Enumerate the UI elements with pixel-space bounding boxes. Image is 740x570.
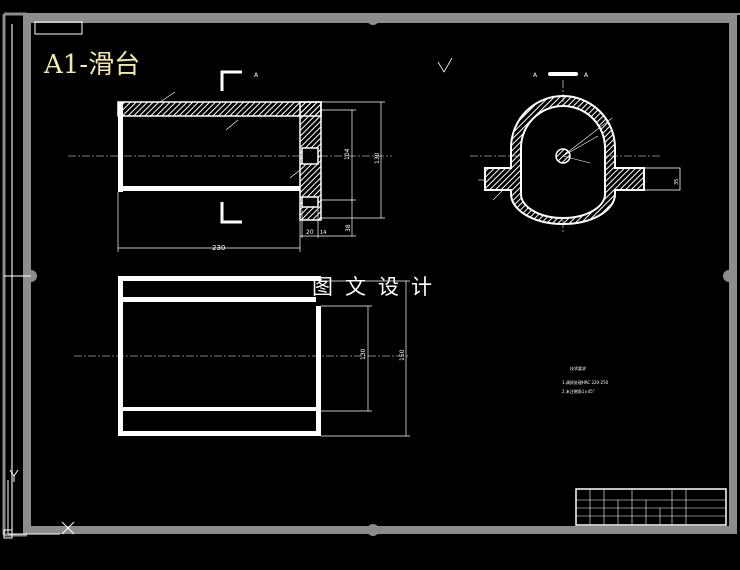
dim-lower-outer: 150	[399, 349, 406, 361]
watermark-text: 图文设计	[312, 275, 444, 299]
section-label-left: A	[533, 72, 538, 79]
dim-flange-w2: 14	[320, 230, 326, 236]
ucs-axis-icon	[3, 469, 75, 539]
front-section-view	[117, 70, 322, 224]
side-section-view	[437, 57, 681, 225]
drawing-title: A1-滑台	[44, 50, 141, 80]
section-label-top: A	[254, 72, 259, 79]
section-label-right: A	[584, 72, 589, 79]
plan-view	[118, 276, 321, 436]
dim-height-outer: 130	[374, 152, 381, 164]
dim-flange-w1: 20	[306, 229, 314, 236]
dim-length: 230	[212, 244, 225, 252]
dim-lower-inner: 130	[360, 348, 367, 360]
plan-dimension-lines	[321, 280, 410, 437]
dim-height-inner: 104	[344, 148, 351, 160]
tech-note-1: 1.调质处理HRC 220-250	[562, 380, 609, 385]
tech-notes-title: 技术要求	[570, 366, 586, 371]
dimension-labels: 230 104 130 38 20 14 130 150 35 A A A	[212, 72, 680, 361]
title-block	[575, 488, 727, 526]
tech-note-2: 2.未注倒角1×45°	[562, 389, 595, 394]
dim-side-width: 35	[674, 179, 680, 185]
front-dimension-lines	[117, 91, 385, 252]
corner-tab	[34, 21, 83, 35]
dim-bottom-small: 38	[345, 224, 352, 232]
